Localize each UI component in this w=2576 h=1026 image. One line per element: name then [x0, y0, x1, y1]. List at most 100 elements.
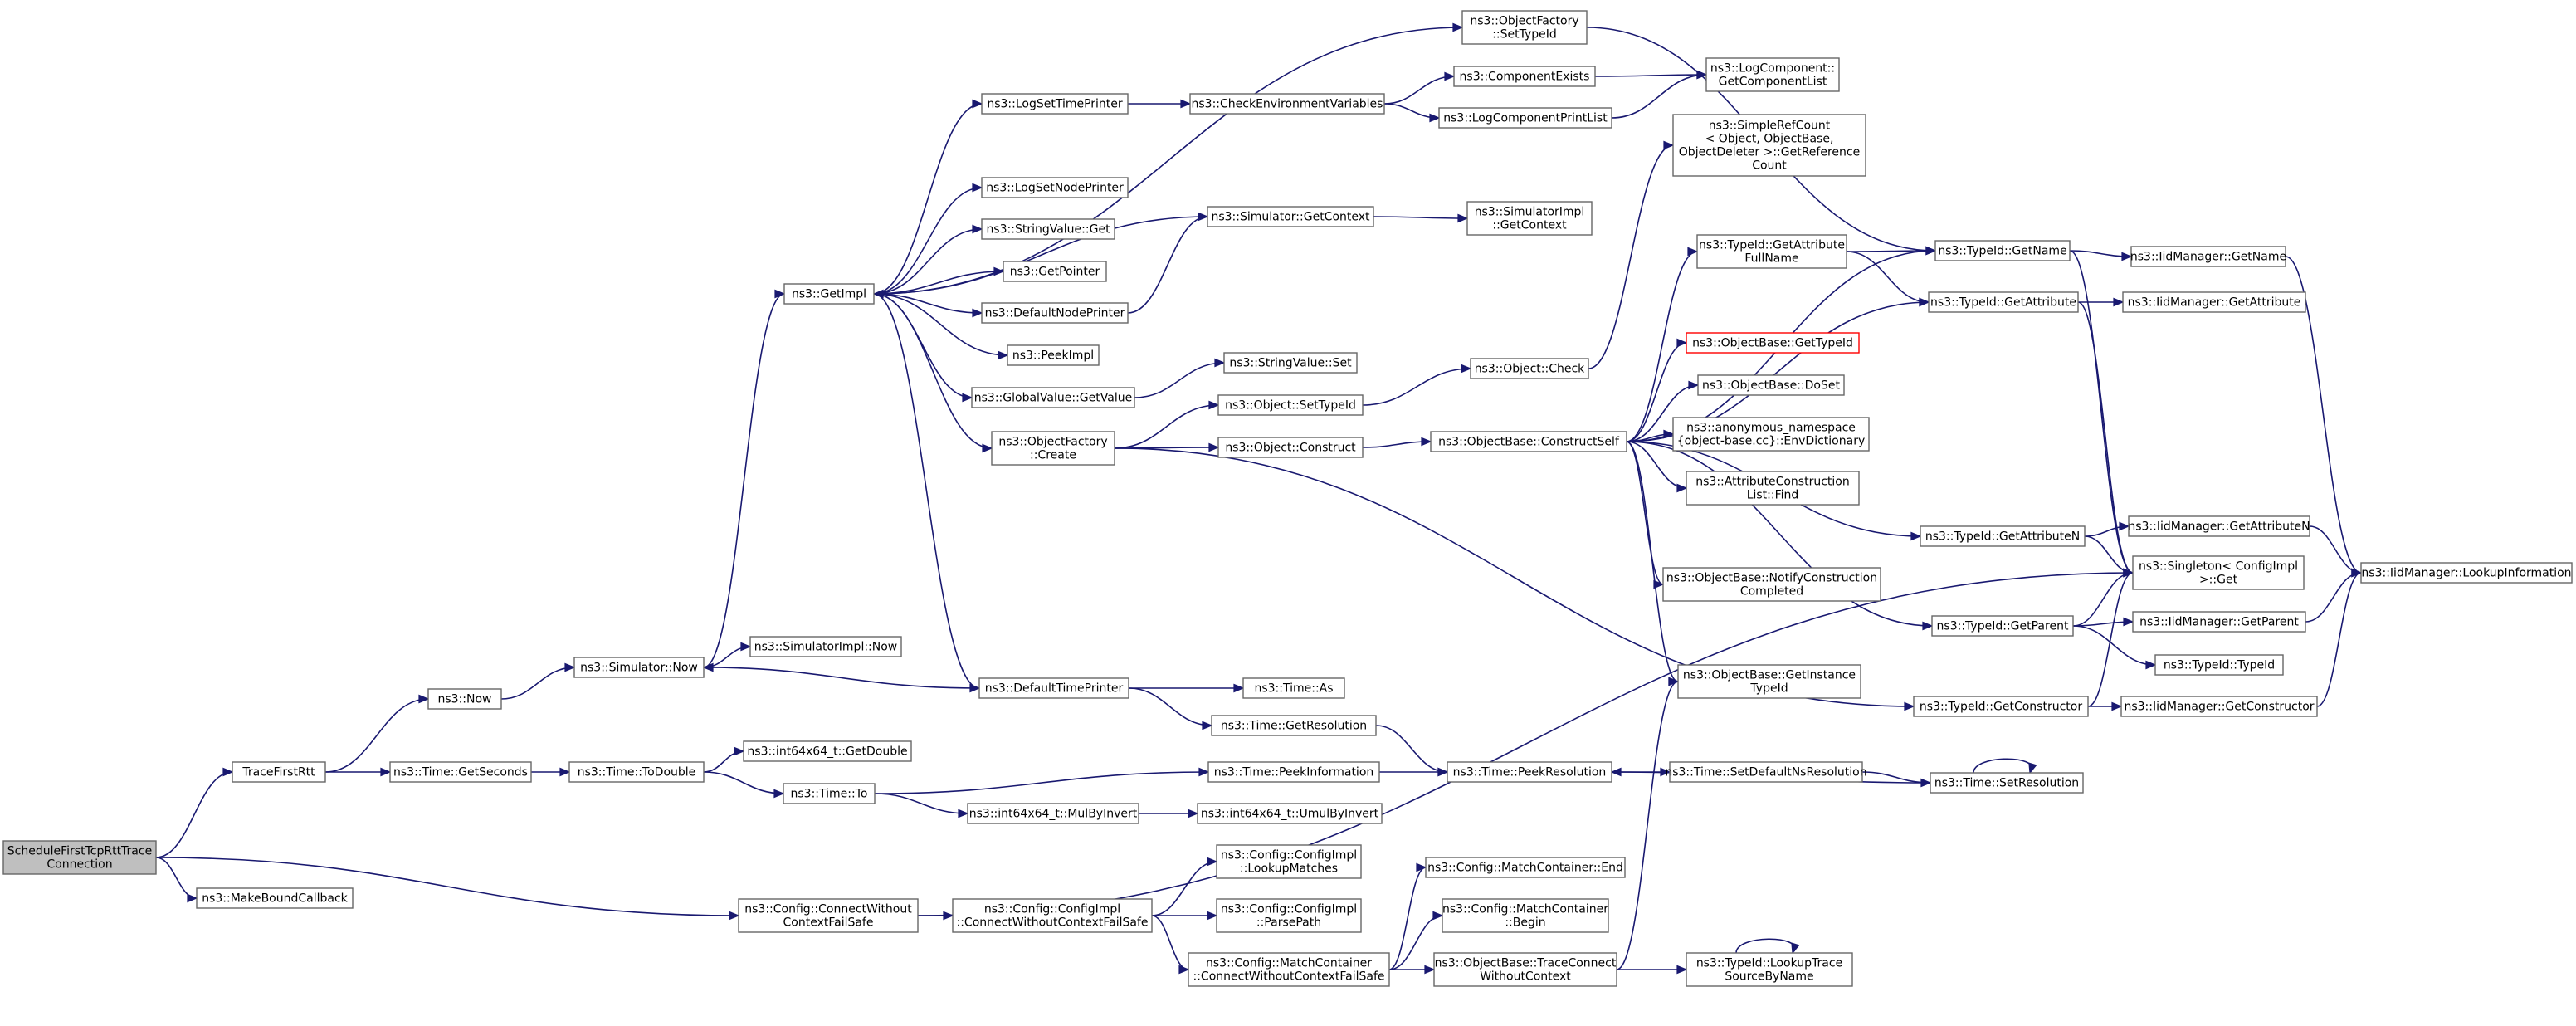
node-lookupmatches[interactable]: ns3::Config::ConfigImpl::LookupMatches [1216, 844, 1362, 879]
edge-line [703, 771, 784, 794]
node-matchcontconnect[interactable]: ns3::Config::MatchContainer::ConnectWith… [1188, 952, 1390, 987]
node-parsepath[interactable]: ns3::Config::ConfigImpl::ParsePath [1216, 898, 1362, 933]
node-timeas[interactable]: ns3::Time::As [1242, 677, 1345, 699]
node-iidgetparent[interactable]: ns3::IidManager::GetParent [2132, 611, 2306, 633]
node-box [1438, 107, 1612, 129]
node-label: ns3::ComponentExists [1460, 71, 1590, 84]
edge-arrowhead [1457, 213, 1469, 223]
node-setdefns[interactable]: ns3::Time::SetDefaultNsResolution [1665, 761, 1867, 783]
edge-arrowhead [1421, 437, 1432, 447]
node-singleton[interactable]: ns3::Singleton< ConfigImpl >::Get [2132, 555, 2305, 590]
edge-line [873, 228, 983, 295]
node-envdict[interactable]: ns3::anonymous_namespace{object-base.cc}… [1672, 417, 1870, 452]
node-logcompget[interactable]: ns3::LogComponent::GetComponentList [1705, 57, 1840, 92]
edge-arrowhead [972, 99, 983, 109]
node-constructself[interactable]: ns3::ObjectBase::ConstructSelf [1430, 431, 1627, 452]
node-logcompprint[interactable]: ns3::LogComponentPrintList [1438, 107, 1612, 129]
node-iidgetattrn[interactable]: ns3::IidManager::GetAttributeN [2128, 515, 2310, 537]
node-getimpl[interactable]: ns3::GetImpl [783, 283, 875, 305]
node-peekinfo[interactable]: ns3::Time::PeekInformation [1208, 761, 1380, 783]
node-getattribute[interactable]: ns3::TypeId::GetAttribute [1928, 291, 2079, 313]
edge-arrowhead [1208, 442, 1220, 452]
node-umulbyinvert[interactable]: ns3::int64x64_t::UmulByInvert [1197, 803, 1383, 824]
node-getconstructor[interactable]: ns3::TypeId::GetConstructor [1913, 696, 2089, 717]
node-compexists[interactable]: ns3::ComponentExists [1453, 66, 1596, 87]
node-typeidtypeid[interactable]: ns3::TypeId::TypeId [2154, 654, 2284, 676]
node-logsettime[interactable]: ns3::LogSetTimePrinter [981, 93, 1129, 115]
edge-arrowhead [1919, 297, 1930, 307]
edge-arrowhead [1461, 364, 1472, 374]
node-configimplconnect[interactable]: ns3::Config::ConfigImpl::ConnectWithoutC… [952, 898, 1153, 933]
edge-arrowhead [1198, 767, 1210, 777]
node-timetodouble[interactable]: ns3::Time::ToDouble [568, 761, 705, 783]
node-connectwithout[interactable]: ns3::Config::ConnectWithoutContextFailSa… [738, 898, 919, 933]
node-timegetres[interactable]: ns3::Time::GetResolution [1211, 715, 1377, 736]
edge-timegetres-to-peekres [1375, 725, 1449, 777]
node-strvalget[interactable]: ns3::StringValue::Get [981, 218, 1115, 240]
node-strvalset[interactable]: ns3::StringValue::Set [1223, 352, 1358, 374]
node-checkenv[interactable]: ns3::CheckEnvironmentVariables [1189, 93, 1385, 115]
node-objcheck[interactable]: ns3::Object::Check [1470, 358, 1589, 379]
node-matchend[interactable]: ns3::Config::MatchContainer::End [1425, 857, 1626, 878]
node-simimplgetctx[interactable]: ns3::SimulatorImpl::GetContext [1466, 201, 1593, 236]
node-int64getdouble[interactable]: ns3::int64x64_t::GetDouble [743, 740, 912, 762]
node-simimplnow[interactable]: ns3::SimulatorImpl::Now [749, 636, 902, 657]
node-logsetnode[interactable]: ns3::LogSetNodePrinter [981, 177, 1129, 198]
node-getinstancetypeid_base[interactable]: ns3::ObjectBase::GetTypeId [1686, 332, 1860, 354]
node-tracefirst[interactable]: TraceFirstRtt [232, 761, 326, 783]
edge-arrowhead [972, 224, 983, 234]
node-objfsettype[interactable]: ns3::ObjectFactory::SetTypeId [1461, 10, 1588, 45]
node-getname[interactable]: ns3::TypeId::GetName [1934, 240, 2071, 261]
node-objconstruct[interactable]: ns3::Object::Construct [1217, 437, 1364, 458]
node-label: ContextFailSafe [783, 916, 874, 930]
edge-arrowhead [2113, 297, 2125, 307]
node-setres[interactable]: ns3::Time::SetResolution [1930, 772, 2084, 794]
node-objfcreate[interactable]: ns3::ObjectFactory::Create [991, 431, 1115, 466]
node-traceconnect[interactable]: ns3::ObjectBase::TraceConnectWithoutCont… [1433, 952, 1617, 987]
node-getpointer[interactable]: ns3::GetPointer [1003, 261, 1107, 282]
node-label: ns3::ObjectBase::DoSet [1702, 379, 1840, 393]
node-label: TraceFirstRtt [242, 766, 315, 779]
node-iidgetattr[interactable]: ns3::IidManager::GetAttribute [2122, 291, 2306, 313]
node-timeto[interactable]: ns3::Time::To [783, 783, 876, 804]
node-matchbegin[interactable]: ns3::Config::MatchContainer::Begin [1442, 898, 1609, 933]
node-getattrn[interactable]: ns3::TypeId::GetAttributeN [1920, 525, 2086, 547]
edge-getattribute-to-singleton [2077, 301, 2134, 578]
node-defnode[interactable]: ns3::DefaultNodePrinter [981, 302, 1129, 324]
node-simnow[interactable]: ns3::Simulator::Now [573, 657, 705, 678]
node-box [1677, 664, 1861, 699]
node-deftime[interactable]: ns3::DefaultTimePrinter [978, 677, 1129, 699]
node-simgetctx[interactable]: ns3::Simulator::GetContext [1207, 206, 1374, 227]
edge-ns3now-to-simnow [500, 662, 576, 700]
node-timegetsec[interactable]: ns3::Time::GetSeconds [389, 761, 532, 783]
node-peekimpl[interactable]: ns3::PeekImpl [1007, 344, 1100, 366]
node-label: ns3::Object::Check [1475, 363, 1585, 376]
node-ns3now[interactable]: ns3::Now [427, 688, 502, 710]
node-iidgetconstructor[interactable]: ns3::IidManager::GetConstructor [2120, 696, 2318, 717]
node-box [1223, 352, 1358, 374]
node-label: ::LookupMatches [1240, 862, 1338, 876]
node-getparent[interactable]: ns3::TypeId::GetParent [1931, 615, 2074, 637]
node-iidgetname[interactable]: ns3::IidManager::GetName [2130, 246, 2286, 267]
edge-arrowhead [2123, 617, 2134, 627]
node-box [1217, 437, 1364, 458]
edge-arrowhead [1925, 246, 1937, 256]
node-lookupinfo[interactable]: ns3::IidManager::LookupInformation [2360, 562, 2573, 584]
node-simplerefcount[interactable]: ns3::SimpleRefCount< Object, ObjectBase,… [1672, 114, 1866, 177]
node-notifyconst[interactable]: ns3::ObjectBase::NotifyConstructionCompl… [1662, 567, 1881, 602]
node-objsettype[interactable]: ns3::Object::SetTypeId [1217, 394, 1364, 416]
node-peekres[interactable]: ns3::Time::PeekResolution [1447, 761, 1612, 783]
edge-root-to-tracefirst [155, 767, 234, 858]
edge-line [1151, 861, 1217, 916]
edge-arrowhead [1424, 965, 1436, 975]
node-doset[interactable]: ns3::ObjectBase::DoSet [1697, 374, 1845, 396]
node-globalget[interactable]: ns3::GlobalValue::GetValue [971, 387, 1135, 408]
node-label: ns3::IidManager::GetConstructor [2124, 701, 2314, 714]
node-makebound[interactable]: ns3::MakeBoundCallback [196, 887, 354, 909]
node-mulbyinvert[interactable]: ns3::int64x64_t::MulByInvert [967, 803, 1139, 824]
